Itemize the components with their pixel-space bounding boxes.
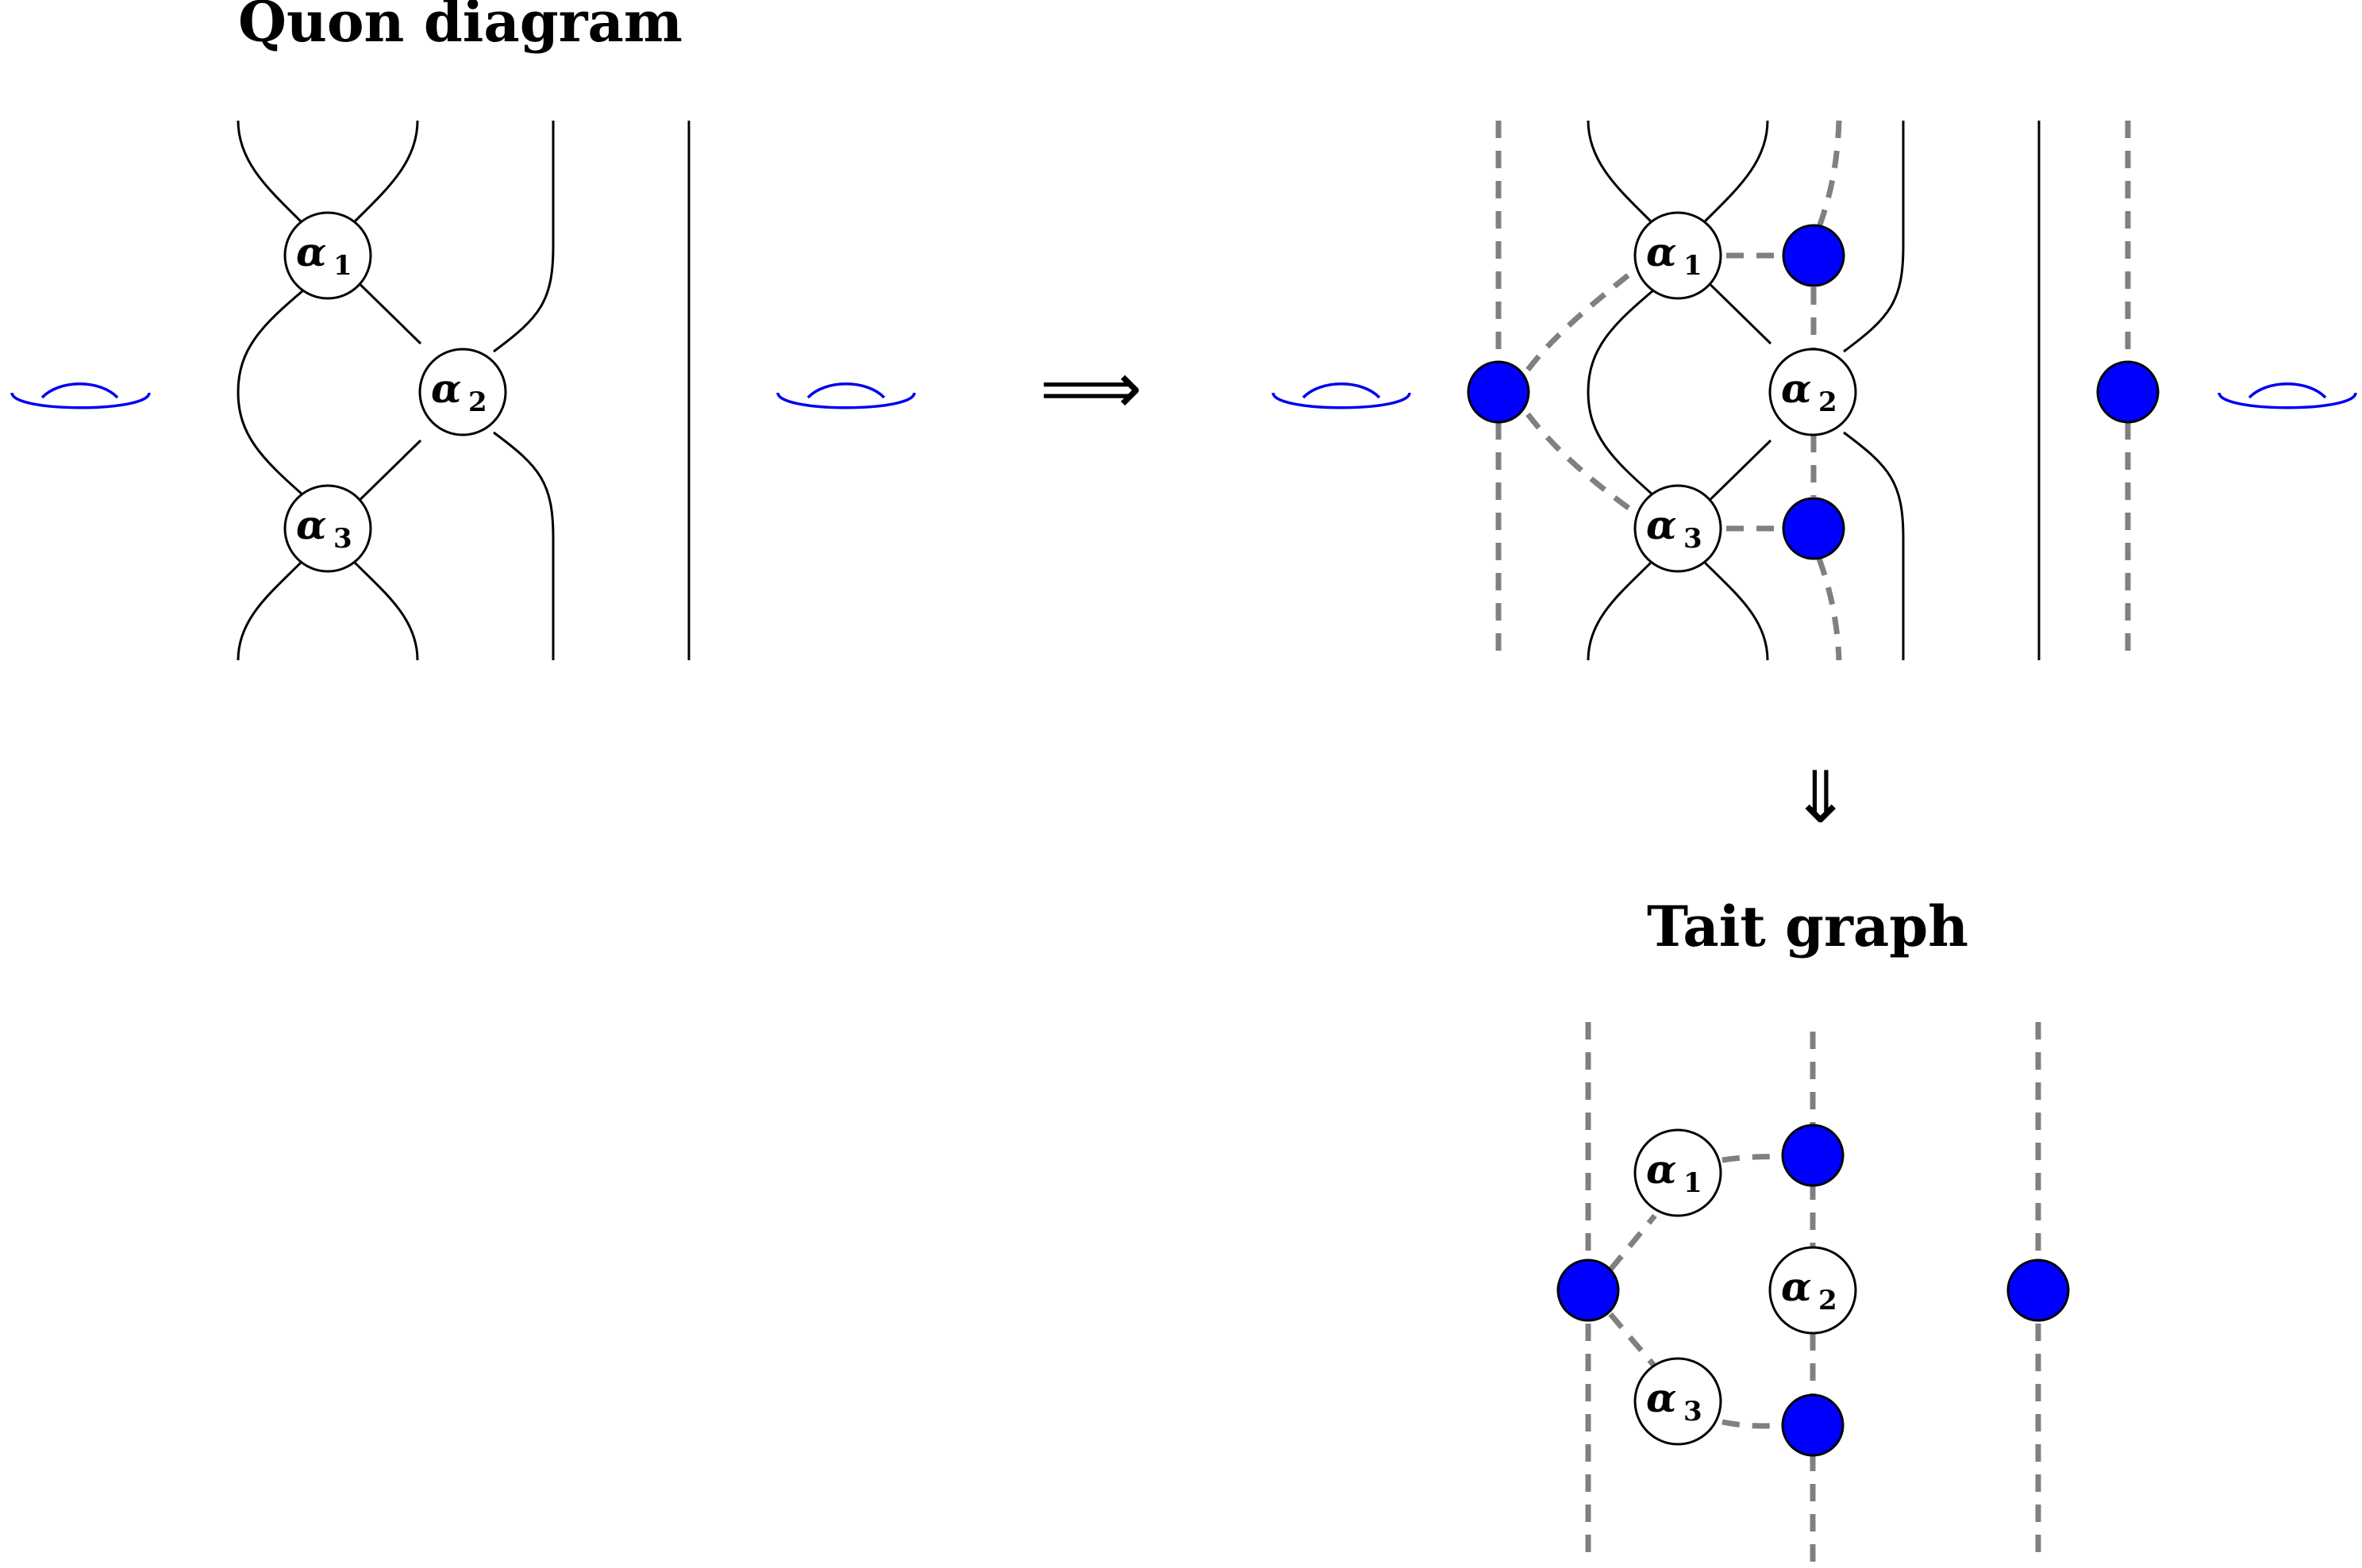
strand — [1843, 121, 1905, 353]
tait-vertex — [1782, 224, 1845, 287]
tait-vertex — [1781, 1393, 1845, 1457]
strand — [493, 121, 555, 353]
strand — [1702, 120, 1769, 224]
alpha-subscript: 1 — [1683, 250, 1702, 282]
alpha-symbol: α — [1646, 502, 1676, 548]
handle-icon — [2218, 382, 2357, 409]
alpha-subscript: 2 — [1818, 1285, 1837, 1316]
alpha-symbol: α — [1781, 365, 1811, 412]
alpha-1-node: α 1 — [1633, 1128, 1722, 1217]
alpha-subscript: 2 — [468, 386, 487, 418]
tait-vertex — [1782, 497, 1845, 560]
strand — [1702, 560, 1769, 661]
tait-edge — [1608, 1213, 1657, 1272]
alpha-1-node: α 1 — [1633, 211, 1722, 300]
strand — [237, 289, 304, 497]
strand — [1587, 289, 1654, 497]
overlay-diagram-panel: α 1 α 2 α 3 — [1271, 120, 2357, 661]
alpha-1-node: α 1 — [283, 211, 372, 300]
alpha-symbol: α — [1646, 229, 1676, 275]
alpha-symbol: α — [1781, 1263, 1811, 1310]
alpha-2-node: α 2 — [1768, 1246, 1857, 1335]
tait-edge — [1721, 1154, 1783, 1163]
right-implies-arrow: ⟹ — [1040, 347, 1142, 430]
strand — [1587, 560, 1653, 661]
alpha-3-node: α 3 — [1633, 484, 1722, 573]
alpha-subscript: 3 — [1683, 1396, 1702, 1428]
tait-edge — [1525, 412, 1637, 515]
alpha-subscript: 1 — [333, 250, 352, 282]
handle-icon — [776, 382, 916, 409]
tait-graph-title: Tait graph — [1647, 894, 1968, 959]
quon-diagram-title: Quon diagram — [238, 0, 683, 55]
alpha-symbol: α — [1646, 1374, 1676, 1421]
tait-edge — [1816, 120, 1842, 229]
quon-diagram-panel: α 1 α 2 α 3 — [10, 120, 916, 661]
alpha-symbol: α — [296, 502, 326, 548]
strand — [237, 560, 303, 661]
handle-icon — [10, 382, 151, 409]
tait-edge — [1608, 1312, 1657, 1369]
strand — [1587, 120, 1653, 224]
tait-vertex — [2006, 1259, 2070, 1322]
strand — [493, 431, 555, 660]
tait-vertex — [1781, 1124, 1845, 1187]
alpha-subscript: 3 — [1683, 523, 1702, 555]
alpha-2-node: α 2 — [1768, 348, 1857, 436]
tait-vertex — [2096, 360, 2160, 424]
alpha-symbol: α — [1646, 1146, 1676, 1193]
tait-graph-panel: α 1 α 2 α 3 — [1556, 1022, 2070, 1562]
alpha-subscript: 3 — [333, 523, 352, 555]
alpha-3-node: α 3 — [1633, 1357, 1722, 1446]
tait-vertex — [1556, 1259, 1620, 1322]
strand — [352, 120, 419, 224]
strand — [1843, 431, 1905, 660]
strand — [237, 120, 303, 224]
tait-edge — [1816, 557, 1842, 661]
handle-icon — [1271, 382, 1411, 409]
alpha-2-node: α 2 — [418, 348, 507, 436]
alpha-3-node: α 3 — [283, 484, 372, 573]
alpha-symbol: α — [431, 365, 461, 412]
tait-edge — [1525, 267, 1637, 372]
alpha-subscript: 1 — [1683, 1167, 1702, 1199]
alpha-subscript: 2 — [1818, 386, 1837, 418]
tait-edge — [1721, 1419, 1783, 1429]
strand — [352, 560, 419, 661]
tait-vertex — [1467, 360, 1530, 424]
down-implies-arrow: ⇓ — [1791, 756, 1850, 840]
alpha-symbol: α — [296, 229, 326, 275]
